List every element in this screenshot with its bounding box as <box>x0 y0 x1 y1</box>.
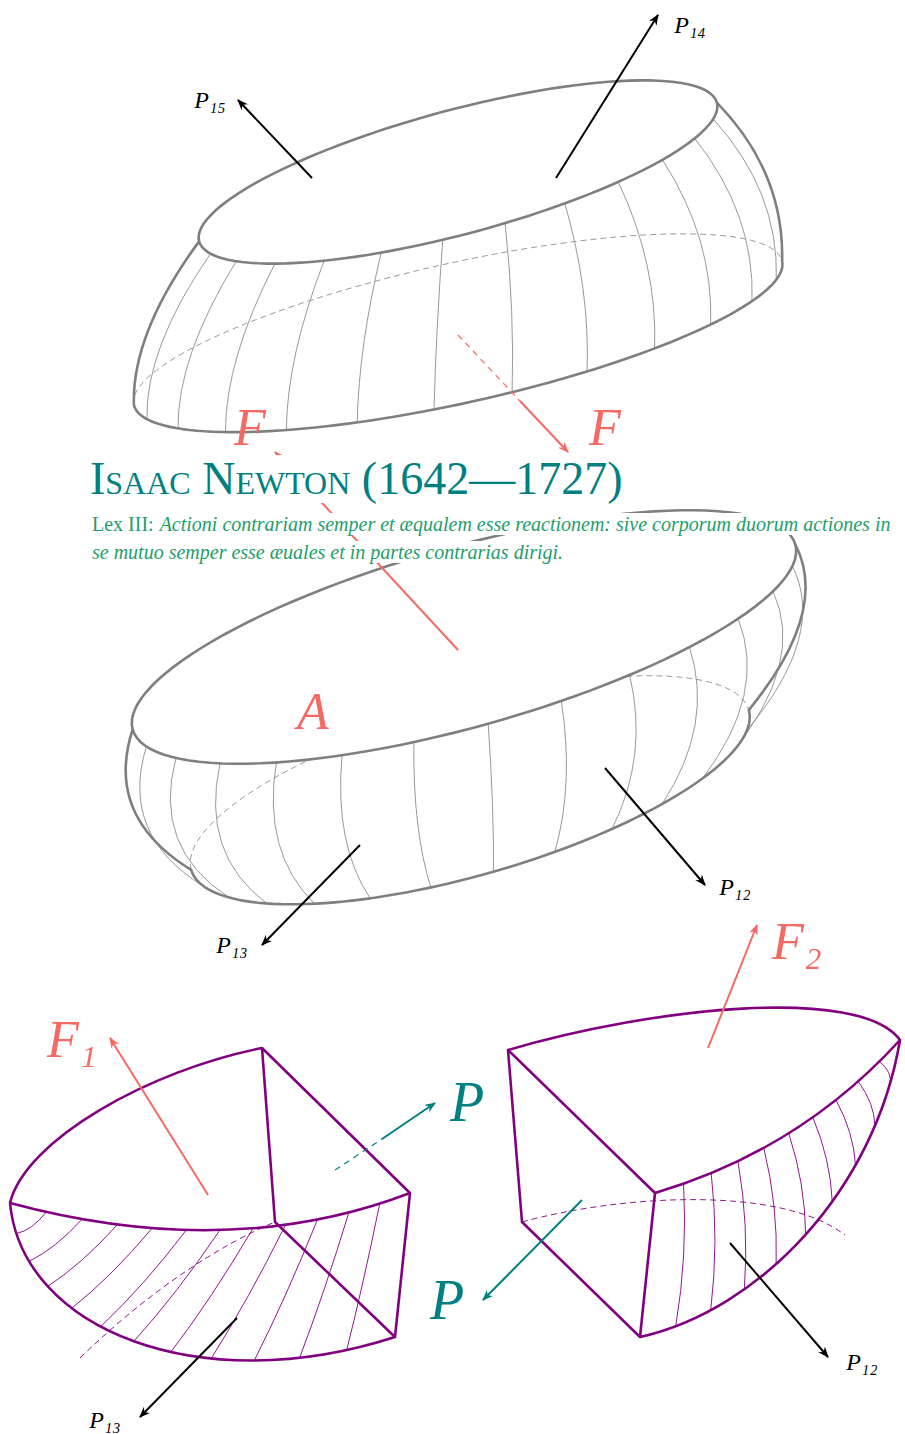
meridian-line <box>140 746 204 886</box>
title-holder: Isaac Newton (1642—1727) <box>90 455 622 503</box>
force-label: P₁₂ <box>719 875 750 899</box>
force-arrow <box>140 1318 237 1417</box>
label-holder: P₁₃ <box>232 945 263 969</box>
hidden-edge <box>80 1222 275 1358</box>
force-arrow <box>458 335 520 401</box>
meridian-line <box>171 1228 253 1352</box>
meridian-line <box>612 675 636 829</box>
force-label: P₁₄ <box>674 13 705 37</box>
meridian-line <box>357 253 381 423</box>
force-label: F <box>234 402 266 454</box>
meridian-line <box>216 763 267 903</box>
meridian-line <box>713 119 776 280</box>
rim-edge <box>10 1193 410 1230</box>
right-piece <box>508 1008 900 1337</box>
force-arrow <box>335 1139 382 1170</box>
force-arrow <box>708 925 757 1048</box>
meridian-line <box>341 755 371 898</box>
meridian-line <box>170 758 229 898</box>
meridian-line <box>813 1117 832 1201</box>
lower-body <box>126 510 806 904</box>
label-holder: P₁₂ <box>735 887 766 911</box>
force-arrow <box>382 1103 435 1139</box>
law-number: Lex III: <box>92 513 154 535</box>
meridian-line <box>273 762 314 903</box>
meridian-line <box>880 1061 891 1084</box>
meridian-line <box>286 261 324 430</box>
force-arrow <box>605 768 705 885</box>
meridian-line <box>72 1228 152 1308</box>
label-holder: P <box>447 1300 481 1356</box>
label-holder: F <box>250 428 282 480</box>
meridian-line <box>555 701 567 852</box>
caption: Actioni contrariam semper et æqualem ess… <box>92 513 890 563</box>
meridian-line <box>703 619 748 779</box>
force-arrow <box>520 401 568 452</box>
label-holder: P₁₂ <box>862 1362 893 1386</box>
force-arrow <box>556 15 658 178</box>
label-holder: P₁₃ <box>105 1420 136 1434</box>
label-holder: P₁₅ <box>210 100 241 124</box>
label-holder: P₁₄ <box>690 25 721 49</box>
meridian-line <box>134 1230 220 1341</box>
heading: Isaac Newton (1642—1727) <box>90 455 622 503</box>
force-arrow <box>110 1038 208 1195</box>
force-label: P₁₂ <box>846 1350 877 1374</box>
meridian-line <box>414 742 431 887</box>
meridian-line <box>488 724 493 872</box>
rim-edge <box>655 1040 900 1193</box>
upper-body <box>134 80 783 432</box>
cut-face <box>199 80 718 263</box>
meridian-line <box>347 1204 380 1350</box>
meridian-line <box>676 1184 685 1326</box>
force-label: P <box>450 1074 484 1130</box>
meridian-line <box>254 1220 317 1361</box>
force-label: P <box>430 1272 464 1328</box>
force-arrow <box>262 845 360 945</box>
label-holder: F <box>605 428 637 480</box>
hidden-edge <box>522 1200 845 1235</box>
label-holder: A <box>313 712 345 764</box>
meridian-line <box>147 254 211 419</box>
meridian-line <box>695 138 753 301</box>
meridian-line <box>738 1161 746 1289</box>
meridian-line <box>662 160 710 325</box>
meridian-line <box>662 647 697 804</box>
meridian-line <box>178 261 236 428</box>
meridian-line <box>565 203 588 371</box>
force-arrow <box>483 1200 582 1300</box>
label-holder: P <box>467 1102 501 1158</box>
force-arrow <box>238 100 312 178</box>
meridian-line <box>434 240 443 410</box>
meridian-line <box>16 1212 46 1234</box>
meridian-line <box>618 182 655 349</box>
label-holder: F₂ <box>797 942 847 994</box>
piece-outline <box>10 1048 410 1361</box>
label-holder: F₁ <box>72 1040 122 1092</box>
law-text: Lex III:Actioni contrariam semper et æqu… <box>92 510 892 566</box>
meridian-line <box>211 1225 285 1359</box>
area-label: A <box>297 686 329 738</box>
caption-holder: Lex III:Actioni contrariam semper et æqu… <box>92 510 892 566</box>
meridian-line <box>764 1148 777 1264</box>
meridian-line <box>789 1133 806 1234</box>
meridian-line <box>711 1173 715 1310</box>
force-label: F₂ <box>772 916 822 968</box>
meridian-line <box>29 1219 82 1261</box>
left-piece <box>10 1048 410 1361</box>
force-label: P₁₃ <box>216 933 247 957</box>
force-label: F₁ <box>47 1014 97 1066</box>
force-label: P₁₅ <box>194 88 225 112</box>
meridian-line <box>101 1230 187 1327</box>
meridian-line <box>836 1100 856 1165</box>
piece-outline <box>508 1008 900 1337</box>
force-arrow <box>730 1243 828 1357</box>
force-label: P₁₃ <box>89 1408 120 1432</box>
meridian-line <box>858 1081 875 1126</box>
force-label: F <box>589 402 621 454</box>
meridian-line <box>505 223 513 392</box>
